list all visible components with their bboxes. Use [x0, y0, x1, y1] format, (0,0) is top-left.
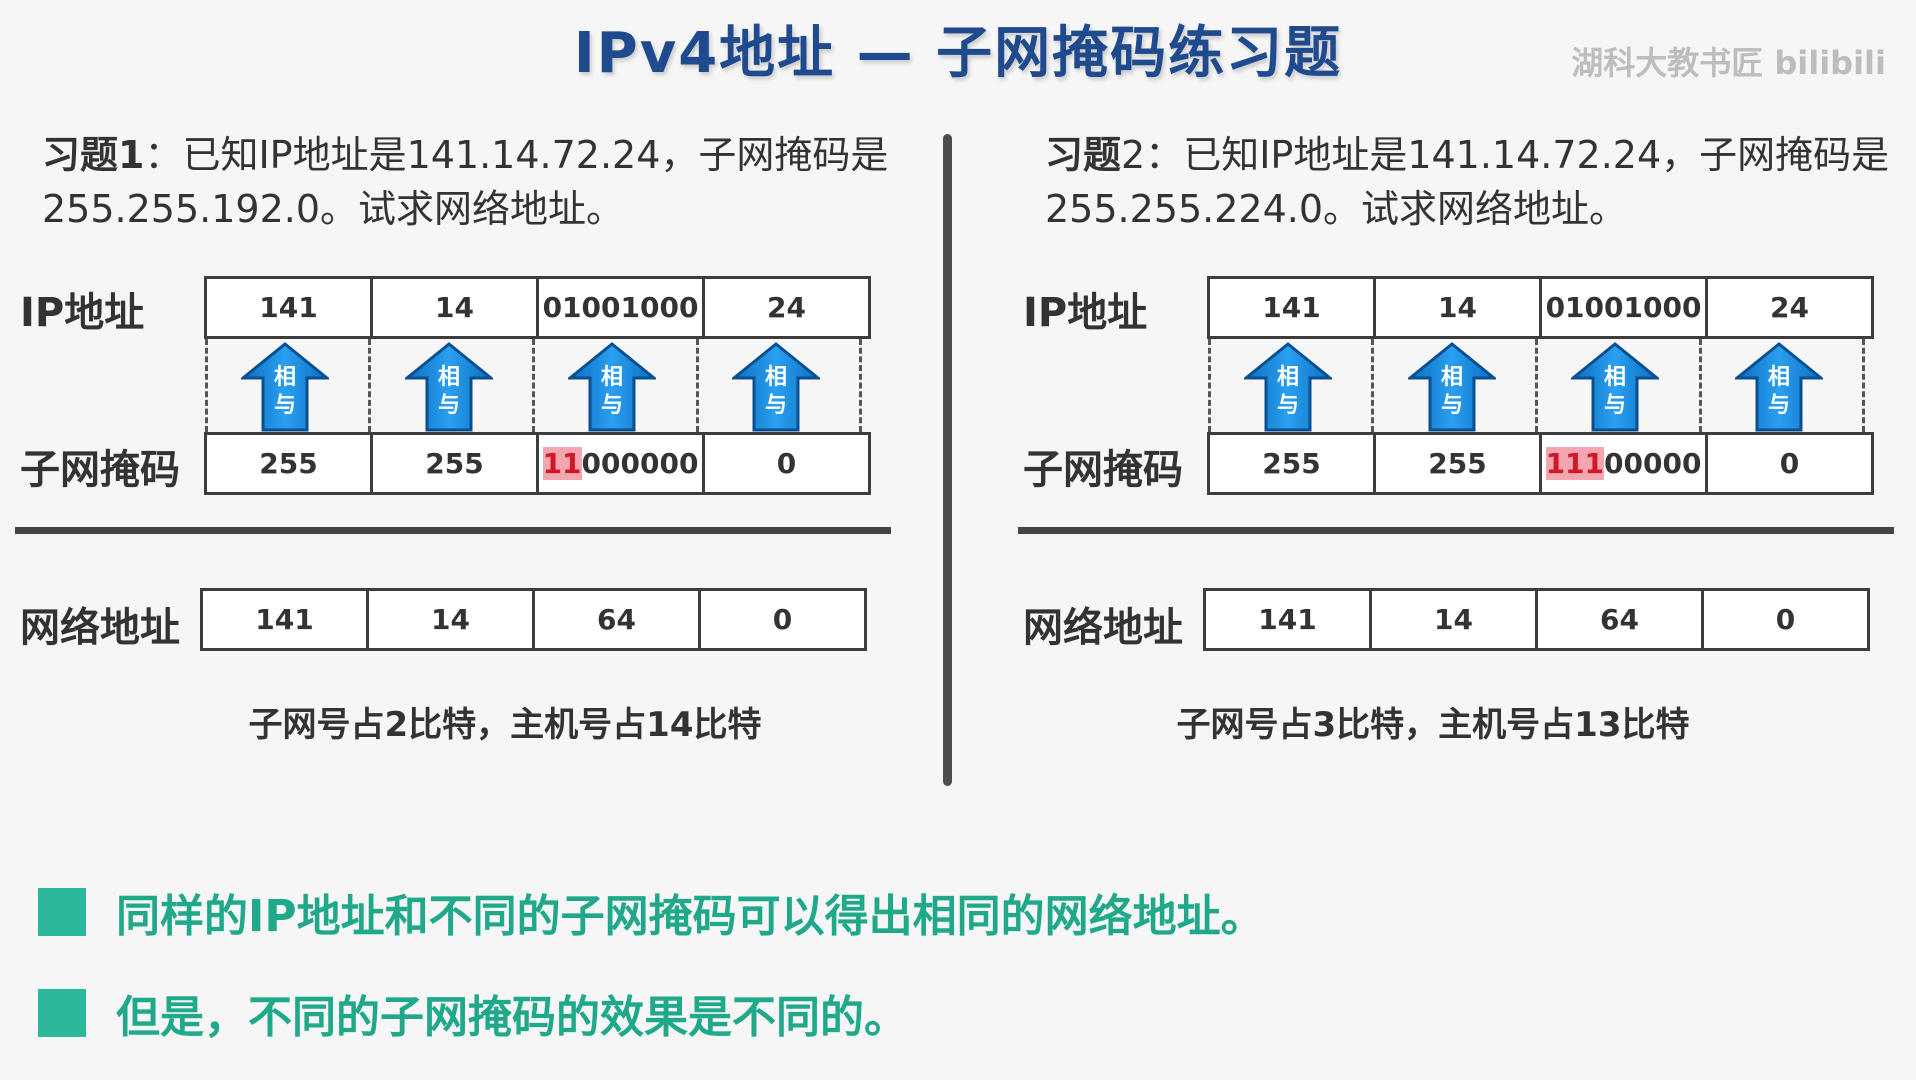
problem-1-label: 习题1 — [42, 133, 145, 177]
net-octet-1: 141 — [1206, 591, 1372, 648]
arrow-text-bottom: 与 — [764, 393, 787, 418]
arrow-text-bottom: 与 — [600, 393, 623, 418]
dashed-line — [1208, 339, 1211, 432]
arrow-text-top: 相 — [1276, 365, 1299, 390]
arrow-text-top: 相 — [600, 365, 623, 390]
ip-octet-3: 01001000 — [1542, 279, 1708, 336]
ip-octet-1: 141 — [1210, 279, 1376, 336]
conclusion-bullet-1: 同样的IP地址和不同的子网掩码可以得出相同的网络地址。 — [38, 880, 1265, 944]
result-line — [15, 527, 891, 534]
arrow-text-top: 相 — [273, 365, 296, 390]
dashed-line — [1535, 339, 1538, 432]
bits-note: 子网号占2比特，主机号占14比特 — [248, 705, 762, 745]
watermark: 湖科大教书匠 bilibili — [1571, 44, 1886, 82]
arrow-text-top: 相 — [1603, 365, 1626, 390]
ip-octet-2: 14 — [373, 279, 539, 336]
mask-octet-1: 255 — [207, 435, 373, 492]
mask-octet-1: 255 — [1210, 435, 1376, 492]
and-arrow-icon: 相 与 — [402, 342, 496, 432]
dashed-line — [1371, 339, 1374, 432]
ip-octet-1: 141 — [207, 279, 373, 336]
problem-1-panel: 习题1：已知IP地址是141.14.72.24，子网掩码是255.255.192… — [0, 0, 891, 780]
ip-address-label: IP地址 — [1023, 290, 1148, 336]
dashed-line — [859, 339, 862, 432]
net-octet-3: 64 — [535, 591, 701, 648]
subnet-bits-highlight: 111 — [1545, 447, 1605, 480]
bullet-square-icon — [38, 888, 86, 936]
net-octet-4: 0 — [1775, 603, 1796, 636]
arrow-text-top: 相 — [764, 365, 787, 390]
arrow-text-bottom: 与 — [1440, 393, 1463, 418]
arrow-text-top: 相 — [437, 365, 460, 390]
dashed-line — [205, 339, 208, 432]
net-octet-4: 0 — [772, 603, 793, 636]
arrow-text-bottom: 与 — [273, 393, 296, 418]
result-line — [1018, 527, 1894, 534]
arrow-text-bottom: 与 — [1767, 393, 1790, 418]
subnet-mask-label: 子网掩码 — [1023, 447, 1183, 493]
network-address-row: 141 14 64 0 — [1203, 588, 1870, 651]
problem-1-text: ：已知IP地址是141.14.72.24，子网掩码是255.255.192.0。… — [42, 133, 889, 231]
net-octet-1: 141 — [203, 591, 369, 648]
conclusion-bullet-2: 但是，不同的子网掩码的效果是不同的。 — [38, 981, 908, 1045]
problem-2-question: 习题2：已知IP地址是141.14.72.24，子网掩码是255.255.224… — [1045, 128, 1905, 236]
conclusion-text-1: 同样的IP地址和不同的子网掩码可以得出相同的网络地址。 — [116, 891, 1265, 942]
bullet-square-icon — [38, 989, 86, 1037]
net-octet-2: 14 — [1372, 591, 1538, 648]
page-title: IPv4地址 — 子网掩码练习题 — [573, 21, 1343, 86]
arrow-text-top: 相 — [1440, 365, 1463, 390]
net-octet-3: 64 — [1538, 591, 1704, 648]
problem-2-label: 习题 — [1045, 133, 1122, 177]
dashed-line — [696, 339, 699, 432]
and-arrow-icon: 相 与 — [238, 342, 332, 432]
subnet-mask-label: 子网掩码 — [20, 447, 180, 493]
net-octet-2: 14 — [369, 591, 535, 648]
host-bits: 00000 — [1604, 447, 1702, 480]
arrow-text-bottom: 与 — [1276, 393, 1299, 418]
and-arrow-icon: 相 与 — [1405, 342, 1499, 432]
and-arrow-icon: 相 与 — [1732, 342, 1826, 432]
conclusion-text-2: 但是，不同的子网掩码的效果是不同的。 — [116, 992, 908, 1043]
and-arrow-icon: 相 与 — [729, 342, 823, 432]
dashed-line — [1699, 339, 1702, 432]
and-arrow-icon: 相 与 — [1568, 342, 1662, 432]
ip-octet-4: 24 — [767, 291, 806, 324]
ip-address-row: 141 14 01001000 24 — [1207, 276, 1874, 339]
arrow-text-bottom: 与 — [1603, 393, 1626, 418]
host-bits: 000000 — [581, 447, 699, 480]
problem-1-question: 习题1：已知IP地址是141.14.72.24，子网掩码是255.255.192… — [42, 128, 902, 236]
problem-2-text: 2：已知IP地址是141.14.72.24，子网掩码是255.255.224.0… — [1045, 133, 1890, 231]
ip-octet-4: 24 — [1770, 291, 1809, 324]
problem-2-panel: 习题2：已知IP地址是141.14.72.24，子网掩码是255.255.224… — [1003, 0, 1894, 780]
mask-octet-2: 255 — [373, 435, 539, 492]
bits-note: 子网号占3比特，主机号占13比特 — [1176, 705, 1690, 745]
ip-octet-3: 01001000 — [539, 279, 705, 336]
network-address-label: 网络地址 — [20, 605, 180, 651]
mask-octet-4: 0 — [776, 447, 797, 480]
dashed-line — [532, 339, 535, 432]
ip-address-label: IP地址 — [20, 290, 145, 336]
mask-octet-4: 0 — [1779, 447, 1800, 480]
subnet-bits-highlight: 11 — [542, 447, 582, 480]
dashed-line — [368, 339, 371, 432]
dashed-line — [1862, 339, 1865, 432]
ip-octet-2: 14 — [1376, 279, 1542, 336]
ip-address-row: 141 14 01001000 24 — [204, 276, 871, 339]
network-address-row: 141 14 64 0 — [200, 588, 867, 651]
arrow-text-bottom: 与 — [437, 393, 460, 418]
mask-octet-2: 255 — [1376, 435, 1542, 492]
network-address-label: 网络地址 — [1023, 605, 1183, 651]
and-arrow-icon: 相 与 — [1241, 342, 1335, 432]
and-arrow-icon: 相 与 — [565, 342, 659, 432]
arrow-text-top: 相 — [1767, 365, 1790, 390]
panel-divider — [943, 134, 952, 786]
